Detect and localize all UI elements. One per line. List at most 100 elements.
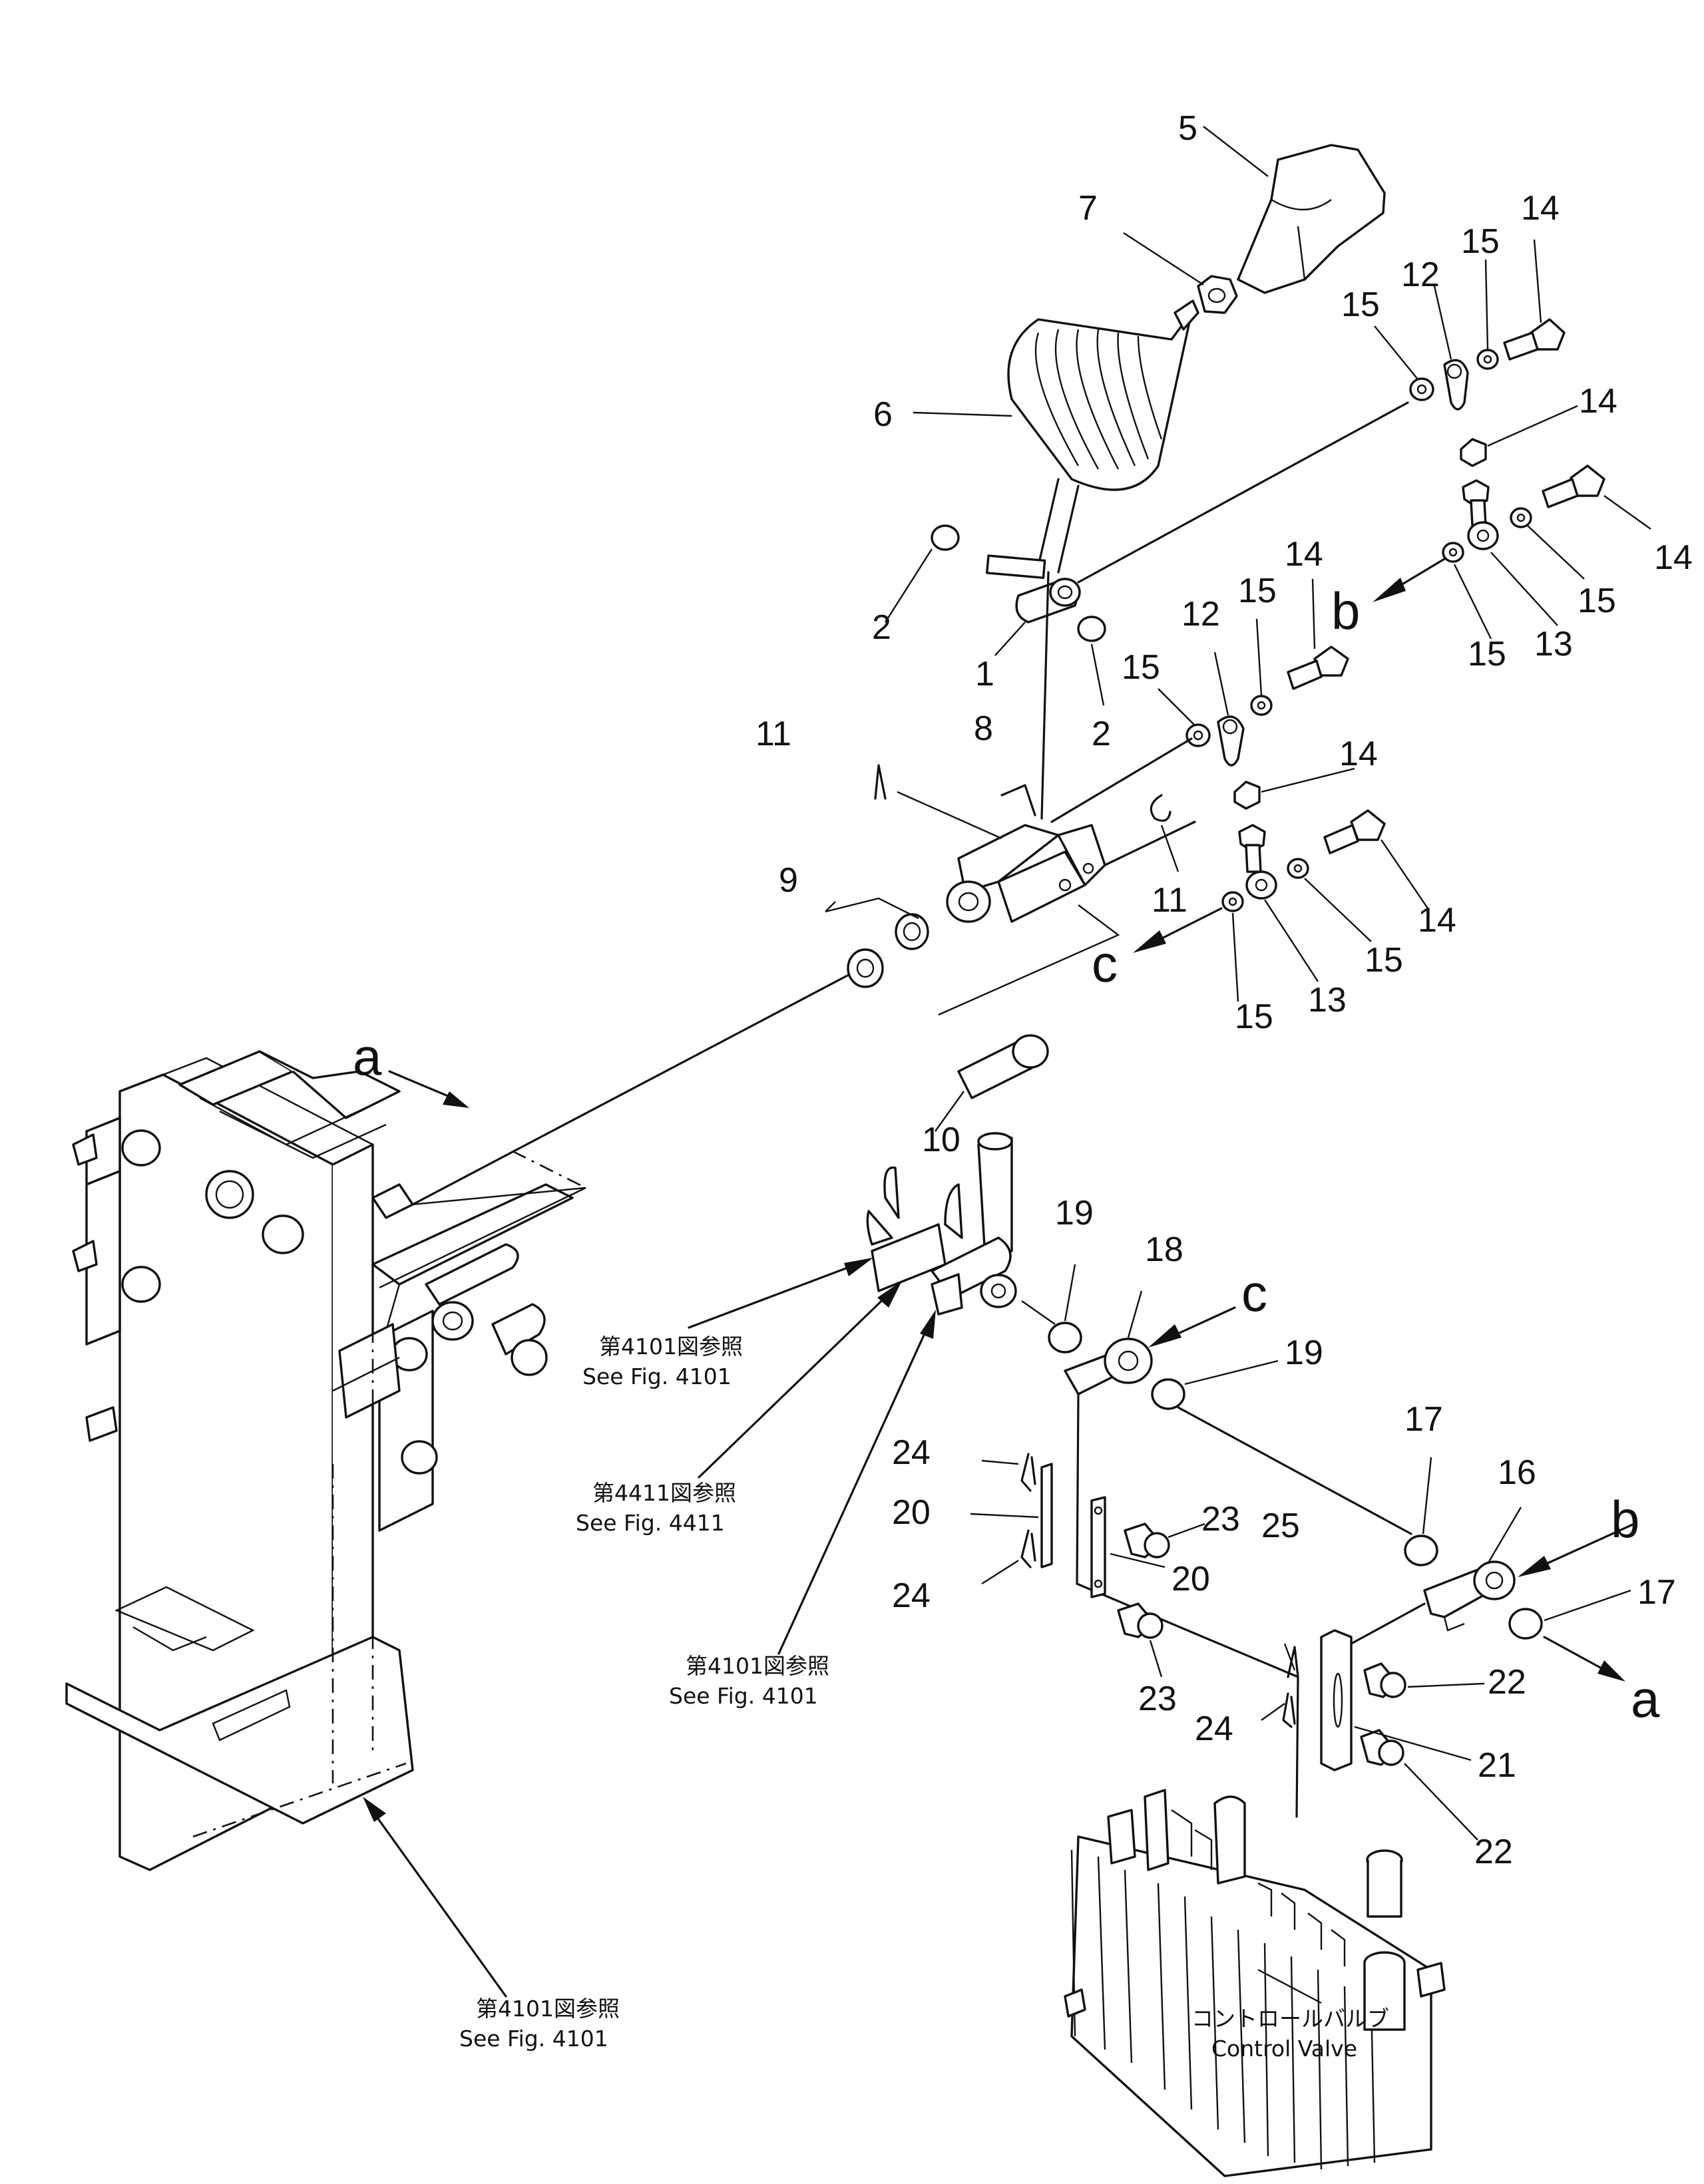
plate-part-20-b — [1090, 1496, 1106, 1598]
label-20-a: 20 — [892, 1493, 931, 1532]
label-21: 21 — [1478, 1746, 1516, 1785]
label-2-upper: 2 — [872, 608, 891, 647]
label-12-a: 13 — [1534, 625, 1573, 663]
connection-b-upper: b — [1331, 582, 1360, 640]
ref-note-1-en: See Fig. 4101 — [582, 1364, 732, 1389]
ref-note-1-jp: 第4101図参照 — [599, 1334, 743, 1360]
nut-part-5 — [1197, 275, 1238, 314]
bolt-14-a — [1503, 318, 1566, 361]
label-15-h: 15 — [1235, 998, 1273, 1036]
washer-15-a — [1409, 377, 1434, 401]
yoke-part-16 — [1350, 1560, 1516, 1645]
ref-note-2-jp: 第4411図参照 — [592, 1480, 736, 1506]
label-18: 18 — [1145, 1230, 1183, 1269]
lower-middle-leaders — [970, 1459, 1205, 1678]
control-valve-label-en: Control Valve — [1211, 2036, 1357, 2062]
boot-part-4 — [1007, 299, 1199, 491]
label-14-b: 14 — [1654, 538, 1693, 577]
label-17-a: 17 — [1404, 1400, 1443, 1439]
label-9: 11 — [755, 715, 791, 753]
bracket-connection-a — [379, 974, 850, 1289]
knob-part-3 — [1237, 144, 1386, 294]
upper-right-leaders — [1373, 239, 1651, 639]
lower-right-leaders — [1261, 1457, 1635, 1841]
label-8: 10 — [922, 1121, 960, 1159]
shaft-assembly — [866, 1132, 1056, 1325]
label-2-lower: 2 — [1092, 715, 1111, 753]
washer-15-g — [1287, 858, 1309, 879]
reference-leaders — [688, 1258, 936, 1655]
bushing-part-19-a — [1048, 1322, 1082, 1354]
lever-part-1 — [986, 478, 1081, 624]
rod-end-part-11-upper — [1443, 359, 1469, 411]
label-22-b: 22 — [1474, 1833, 1513, 1871]
bolt-14-b — [1542, 464, 1605, 508]
washer-15-h — [1221, 891, 1244, 912]
yoke-part-18 — [1064, 1338, 1153, 1585]
bracket-frame — [65, 1050, 574, 1871]
connection-a-left: a — [353, 1027, 382, 1086]
ref-note-4-en: See Fig. 4101 — [459, 2026, 608, 2052]
bushing-part-2-lower — [1077, 616, 1106, 642]
label-15-c: 15 — [1578, 582, 1616, 620]
rod-end-part-12-lower — [1238, 824, 1277, 900]
bolt-part-23-a — [1124, 1523, 1170, 1558]
rod-end-part-12-upper — [1462, 479, 1499, 550]
label-24-c: 24 — [1195, 1710, 1233, 1748]
link-part-21 — [1320, 1629, 1353, 1771]
label-15-b: 15 — [1341, 285, 1380, 324]
nut-13-a — [1460, 438, 1487, 467]
control-valve-label-jp: コントロールバルブ — [1191, 2006, 1389, 2032]
pin-part-25 — [1287, 1646, 1299, 1678]
ref-note-3-jp: 第4101図参照 — [686, 1653, 829, 1679]
washer-15-e — [1185, 723, 1211, 747]
pin-part-24-a — [1020, 1453, 1036, 1492]
washer-15-d — [1442, 542, 1464, 563]
label-14-c: 14 — [1285, 535, 1323, 574]
bolt-14-d — [1323, 809, 1386, 854]
washer-15-c — [1510, 507, 1532, 528]
label-15-e: 15 — [1122, 648, 1160, 687]
bolt-14-c — [1287, 645, 1349, 690]
upper-leaders — [884, 126, 1409, 706]
label-4: 6 — [873, 395, 893, 434]
connection-c-lower: c — [1241, 1264, 1267, 1322]
label-12-b: 13 — [1308, 981, 1347, 1019]
bolt-part-22-b — [1360, 1729, 1404, 1766]
label-15-a: 15 — [1461, 222, 1500, 261]
label-19-b: 19 — [1285, 1334, 1323, 1372]
label-15-d: 15 — [1468, 635, 1506, 673]
label-15-f: 15 — [1238, 572, 1277, 610]
middle-right-leaders — [1050, 578, 1428, 1002]
pin-part-8 — [935, 904, 1120, 1132]
cotter-pin-part-9 — [874, 764, 1002, 840]
label-24-b: 24 — [892, 1576, 931, 1615]
connection-a-right: a — [1631, 1670, 1660, 1728]
label-5: 7 — [1078, 189, 1098, 228]
connection-c-upper: c — [1092, 934, 1118, 993]
label-11-b: 12 — [1181, 595, 1220, 634]
bushing-part-7 — [825, 897, 929, 988]
nut-13-b — [1233, 781, 1261, 810]
ref-note-4-jp: 第4101図参照 — [476, 1996, 620, 2022]
clip-part-10 — [1104, 794, 1196, 872]
pin-part-24-c — [1282, 1692, 1296, 1728]
label-23-b: 23 — [1138, 1680, 1177, 1718]
connection-b-lower: b — [1611, 1490, 1639, 1548]
control-valve-drawing — [1064, 1789, 1446, 2177]
ref-note-2-en: See Fig. 4411 — [576, 1510, 725, 1536]
pin-part-24-b — [1020, 1529, 1036, 1568]
rod-end-part-11-lower — [1217, 715, 1245, 767]
label-24-a: 24 — [892, 1433, 931, 1472]
plate-part-20-a — [1040, 1463, 1053, 1568]
bushing-part-17-b — [1508, 1608, 1543, 1640]
label-3: 5 — [1178, 109, 1197, 148]
label-1: 1 — [975, 655, 994, 693]
label-19-a: 19 — [1055, 1194, 1094, 1232]
label-13-a: 14 — [1579, 382, 1617, 421]
bushing-part-2-upper — [931, 524, 960, 551]
label-22-a: 22 — [1488, 1663, 1526, 1702]
bolt-part-22-a — [1363, 1662, 1406, 1698]
label-14-d: 14 — [1418, 901, 1456, 940]
